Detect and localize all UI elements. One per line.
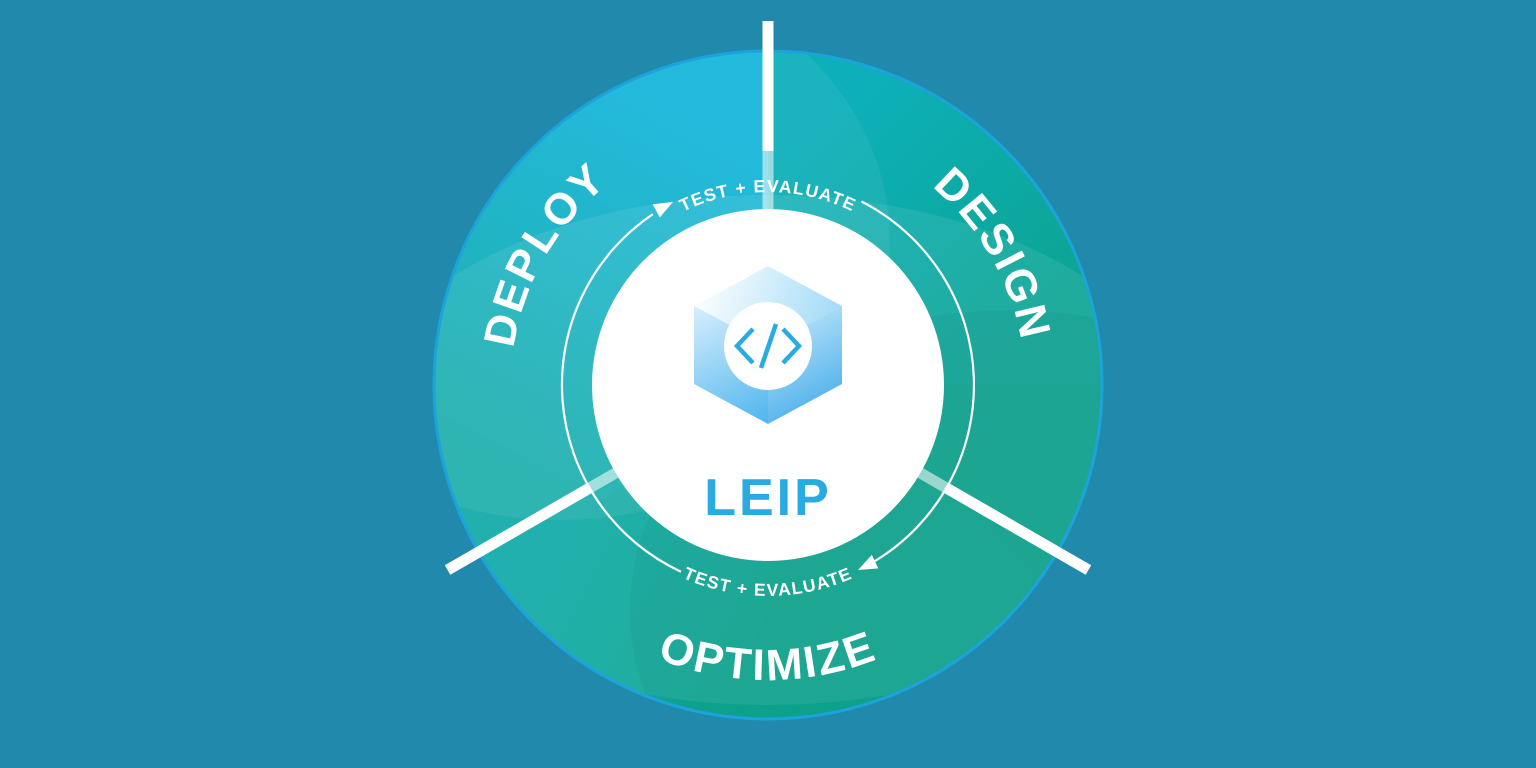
- code-right-bracket: [781, 327, 803, 365]
- segment-dividers: [444, 21, 1092, 575]
- cycle-arrowhead-bottom-icon: [858, 554, 879, 570]
- code-icon: [733, 323, 803, 369]
- code-slash: [758, 323, 779, 369]
- divider-top: [762, 21, 774, 210]
- cycle-arrows: [560, 200, 976, 573]
- code-left-bracket: [733, 327, 755, 365]
- divider-lower-left: [444, 468, 619, 575]
- code-cube-icon: [694, 266, 842, 424]
- deploy-segment: [433, 51, 768, 577]
- cycle-arc-right: [860, 200, 976, 563]
- cycle-arrowhead-top-icon: [652, 202, 673, 218]
- leip-label: LEIP: [704, 469, 832, 527]
- cycle-arc-left: [560, 213, 682, 573]
- divider-lower-right: [917, 468, 1092, 575]
